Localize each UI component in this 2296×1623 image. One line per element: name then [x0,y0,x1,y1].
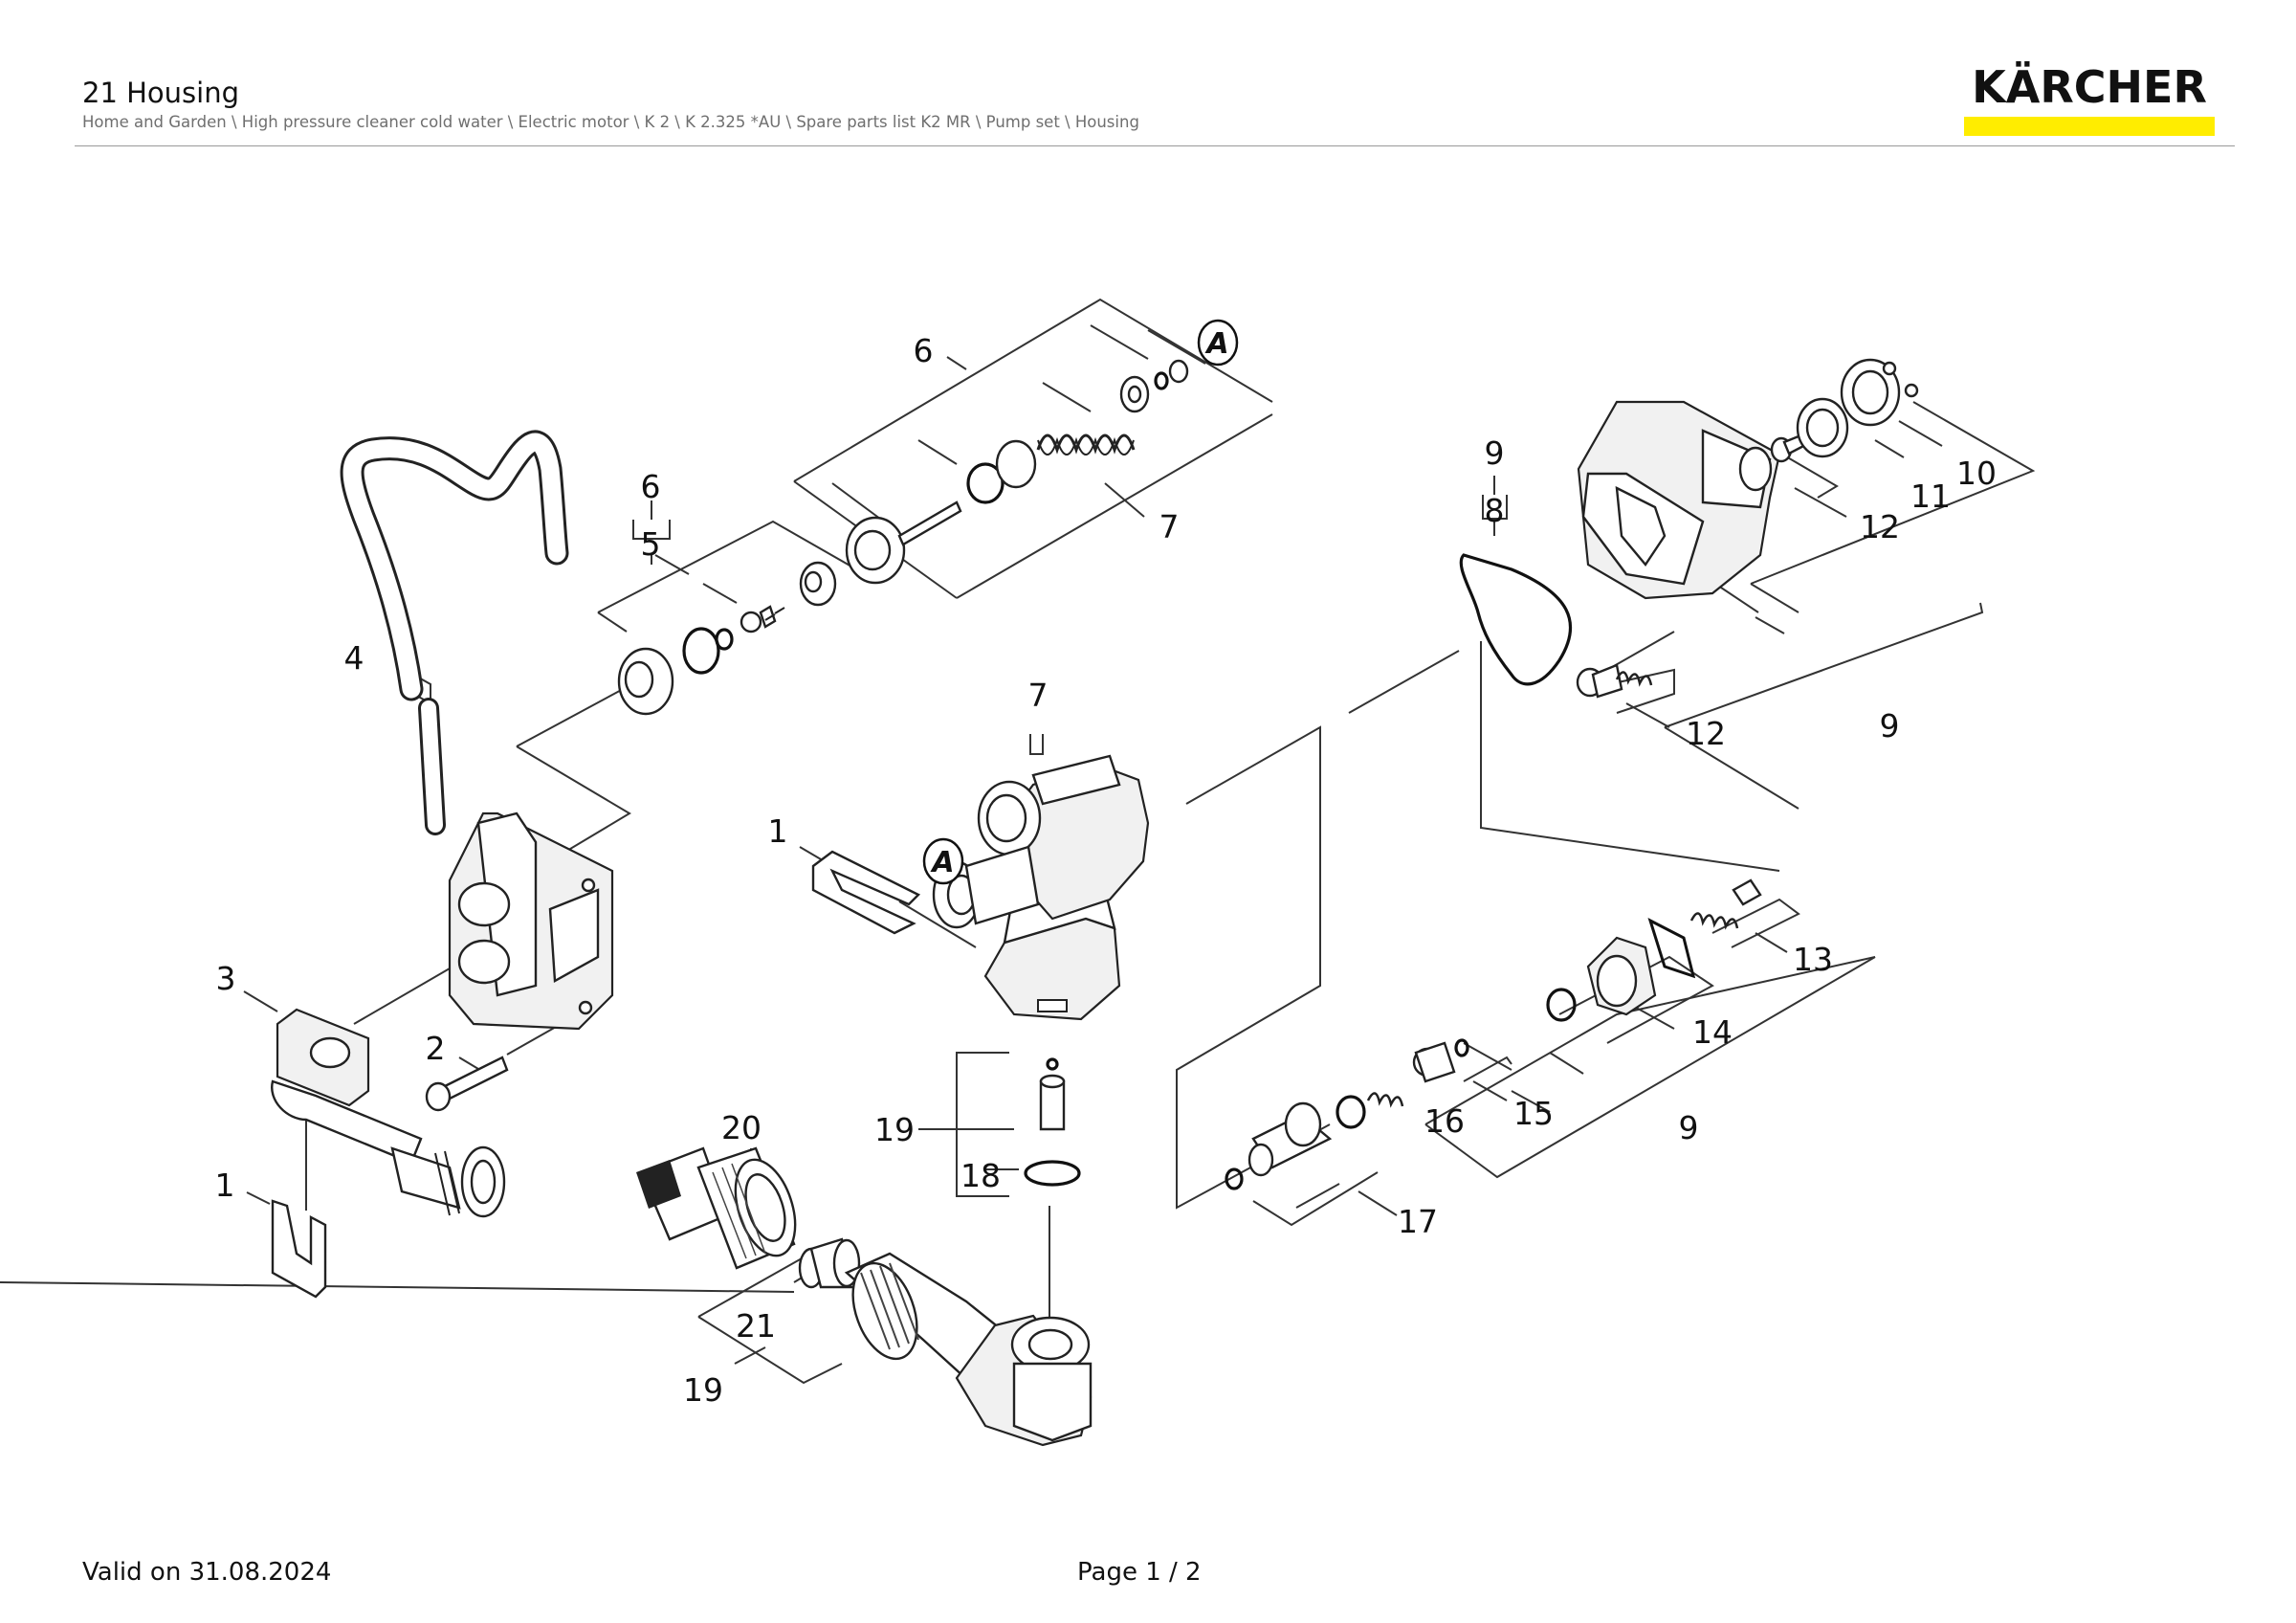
callout-9-bottom: 9 [1679,1109,1699,1146]
screw-part [425,1056,509,1112]
karcher-logo: KÄRCHER [1961,63,2218,136]
callout-12-mid: 12 [1686,715,1726,752]
callout-4: 4 [344,639,364,677]
breadcrumb: Home and Garden \ High pressure cleaner … [82,113,1139,131]
hose-part [340,430,569,835]
clip-part-mid [811,850,921,935]
clip-part-left [271,1199,327,1299]
marker-a-top: A [1204,327,1228,361]
callout-18: 18 [960,1157,1001,1194]
left-housing-part [448,812,614,1031]
inlet-pipe-part [844,1252,1093,1447]
bearing-parts [1796,358,1919,458]
callout-14: 14 [1692,1013,1733,1051]
callout-3: 3 [216,960,236,997]
callout-20: 20 [721,1109,762,1146]
callout-13: 13 [1793,941,1833,978]
spring-part [1036,434,1136,456]
logo-text: KÄRCHER [1972,61,2207,113]
callout-21: 21 [736,1307,776,1345]
callout-1-left: 1 [215,1167,235,1204]
marker-a-mid: A [930,846,954,879]
valve-assembly-lower [1546,878,1762,1022]
valve-small-mid [1576,663,1653,699]
callout-12-top: 12 [1860,508,1900,545]
valve-stack-top: A [845,319,1239,585]
callout-7-mid: 7 [1028,677,1049,714]
callout-9-right: 9 [1880,707,1900,745]
valve-stack-small [617,561,837,716]
callout-7-top: 7 [1159,508,1180,545]
pump-head-part [1577,400,1781,600]
callout-6-top: 6 [914,332,934,369]
callout-17: 17 [1398,1203,1438,1240]
filter-part [798,1237,861,1289]
callout-9-top: 9 [1485,434,1505,472]
central-pump-body: A [922,754,1150,1021]
callout-1-mid: 1 [768,812,788,850]
callout-8: 8 [1485,492,1505,529]
callout-2: 2 [426,1030,446,1067]
outlet-pipe-part [271,1008,506,1218]
callout-19-mid: 19 [874,1111,915,1148]
footer-valid-date: Valid on 31.08.2024 [82,1558,332,1587]
footer-page-number: Page 1 / 2 [1077,1558,1202,1587]
gasket-part [1459,553,1573,686]
page-title: 21 Housing [82,77,240,109]
valve-assembly-bottom [1225,1038,1469,1190]
callout-10: 10 [1956,455,1997,492]
callout-labels: 1 1 2 3 4 5 6 6 7 7 8 9 9 9 10 11 12 12 … [215,332,1998,1409]
nozzle-insert [1024,1057,1081,1187]
callout-16: 16 [1424,1102,1465,1140]
leader-lines [0,298,2036,1385]
inlet-coupling-part [636,1146,797,1270]
callout-6-small: 6 [641,468,661,505]
parts: A A [271,319,1919,1447]
header-divider [75,145,2235,146]
callout-19-bottom: 19 [683,1371,723,1409]
callout-11: 11 [1910,478,1951,515]
callout-15: 15 [1513,1095,1554,1132]
callout-5: 5 [641,525,661,563]
logo-yellow-bar [1964,117,2215,136]
